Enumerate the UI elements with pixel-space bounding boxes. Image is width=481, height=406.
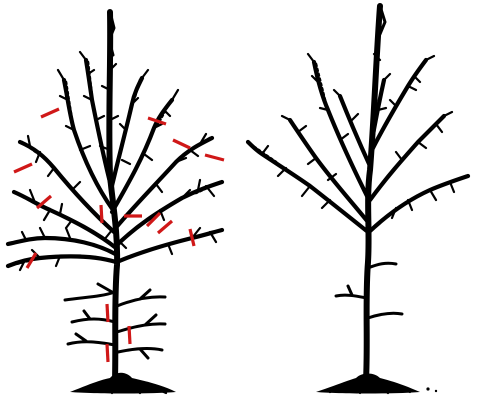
cut-mark [14, 164, 32, 172]
tree-before-pruning [8, 12, 224, 394]
cut-mark [107, 304, 108, 322]
cut-mark [173, 140, 190, 148]
tree-after-pruning [248, 6, 468, 394]
cut-mark [205, 155, 224, 160]
cut-mark [107, 344, 108, 362]
right-main-limbs [248, 60, 468, 232]
cut-mark [190, 229, 194, 246]
cut-mark [129, 326, 130, 344]
cut-mark [101, 205, 102, 223]
cut-mark [41, 109, 59, 117]
cut-mark [158, 221, 172, 233]
